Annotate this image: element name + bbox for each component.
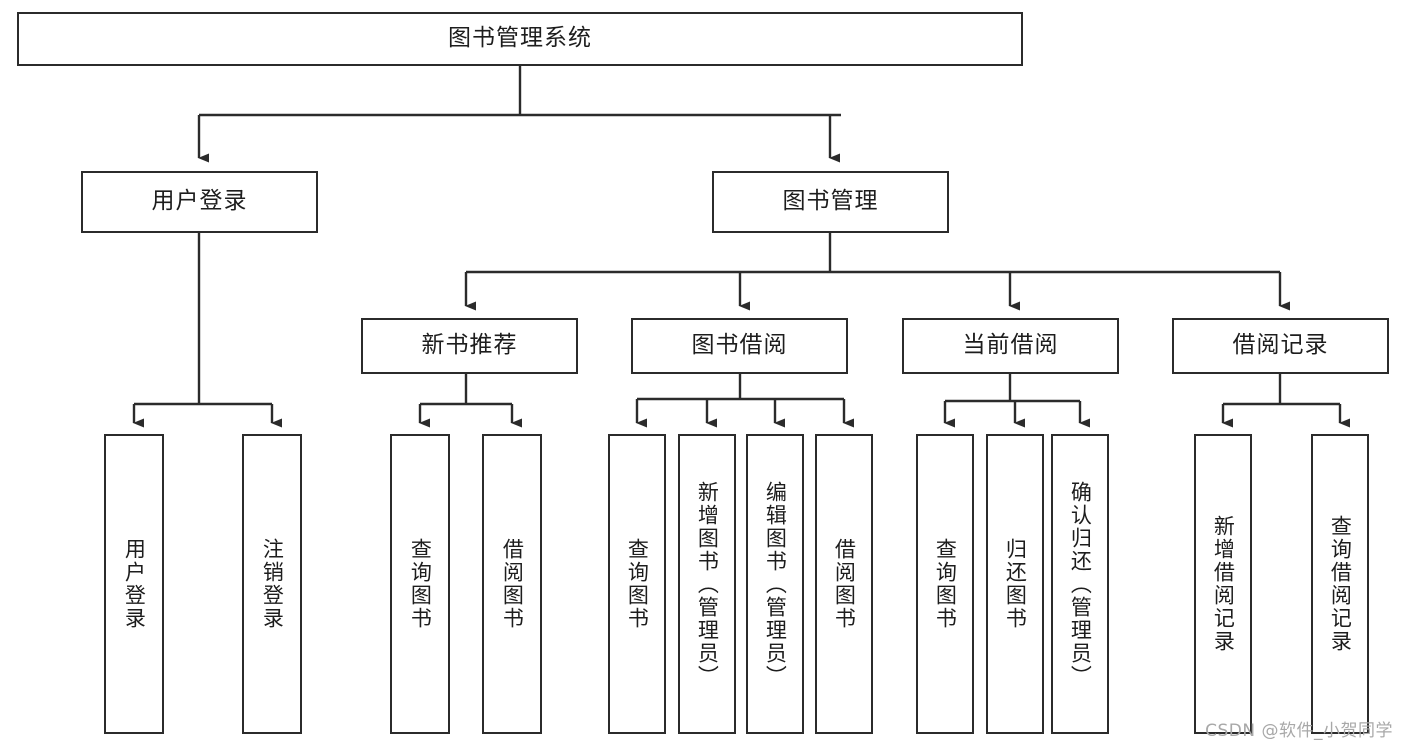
node-user-login-label: 用户登录 — [151, 188, 248, 215]
leaf-current-confirm-return-admin[interactable]: 确认归还（管理员） — [1051, 434, 1109, 734]
leaf-label: 借阅图书 — [500, 538, 525, 630]
node-current-borrow[interactable]: 当前借阅 — [902, 318, 1119, 374]
leaf-borrow-query-book[interactable]: 查询图书 — [608, 434, 666, 734]
leaf-label: 新增借阅记录 — [1211, 515, 1236, 653]
leaf-current-query-book[interactable]: 查询图书 — [916, 434, 974, 734]
leaf-record-add-record[interactable]: 新增借阅记录 — [1194, 434, 1252, 734]
leaf-label: 注销登录 — [260, 538, 285, 630]
leaf-label: 归还图书 — [1003, 538, 1028, 630]
leaf-user-login-login[interactable]: 用户登录 — [104, 434, 164, 734]
leaf-recommend-borrow-book[interactable]: 借阅图书 — [482, 434, 542, 734]
node-book-management-label: 图书管理 — [782, 188, 879, 215]
node-book-borrow-label: 图书借阅 — [691, 332, 788, 359]
node-book-borrow[interactable]: 图书借阅 — [631, 318, 848, 374]
leaf-borrow-add-book-admin[interactable]: 新增图书（管理员） — [678, 434, 736, 734]
leaf-recommend-query-book[interactable]: 查询图书 — [390, 434, 450, 734]
node-root-label: 图书管理系统 — [448, 25, 592, 52]
node-user-login[interactable]: 用户登录 — [81, 171, 318, 233]
node-book-management[interactable]: 图书管理 — [712, 171, 949, 233]
node-new-book-recommend-label: 新书推荐 — [421, 332, 518, 359]
leaf-label: 查询图书 — [933, 538, 958, 630]
leaf-label: 借阅图书 — [832, 538, 857, 630]
node-root[interactable]: 图书管理系统 — [17, 12, 1023, 66]
leaf-label: 查询图书 — [408, 538, 433, 630]
leaf-label: 查询借阅记录 — [1328, 515, 1353, 653]
leaf-record-query-record[interactable]: 查询借阅记录 — [1311, 434, 1369, 734]
node-current-borrow-label: 当前借阅 — [962, 332, 1059, 359]
node-new-book-recommend[interactable]: 新书推荐 — [361, 318, 578, 374]
leaf-user-login-logout[interactable]: 注销登录 — [242, 434, 302, 734]
leaf-borrow-edit-book-admin[interactable]: 编辑图书（管理员） — [746, 434, 804, 734]
leaf-current-return-book[interactable]: 归还图书 — [986, 434, 1044, 734]
leaf-label: 新增图书（管理员） — [695, 480, 720, 688]
node-borrow-record-label: 借阅记录 — [1232, 332, 1329, 359]
leaf-label: 编辑图书（管理员） — [763, 480, 788, 688]
leaf-label: 用户登录 — [122, 538, 147, 630]
leaf-label: 确认归还（管理员） — [1068, 480, 1093, 688]
node-borrow-record[interactable]: 借阅记录 — [1172, 318, 1389, 374]
watermark-text: CSDN @软件_小贺同学 — [1205, 721, 1393, 741]
leaf-borrow-borrow-book[interactable]: 借阅图书 — [815, 434, 873, 734]
leaf-label: 查询图书 — [625, 538, 650, 630]
